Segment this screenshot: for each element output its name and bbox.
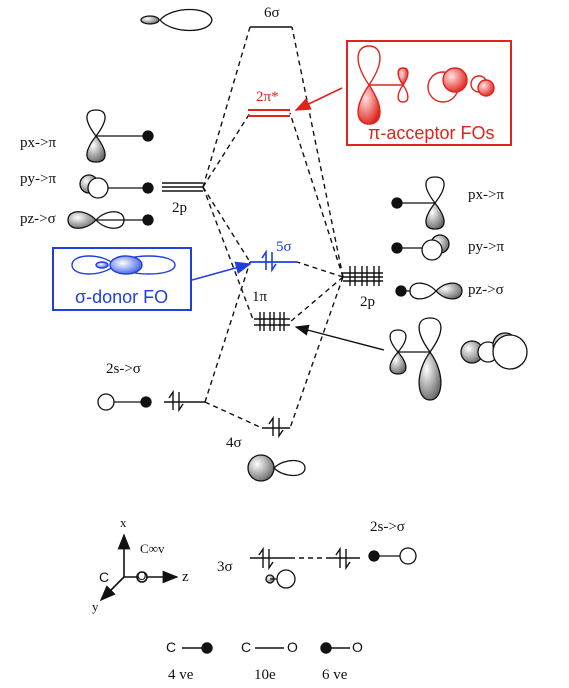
o-pz-label: pz->σ	[468, 282, 504, 298]
c-2s-electrons	[168, 389, 184, 413]
o-2p-label: 2p	[360, 294, 375, 310]
axis-c-atom: C	[99, 569, 110, 585]
corr-c2p-5sigma	[202, 186, 251, 263]
fragment-co-c-atom: C	[241, 639, 252, 655]
o-px-label: px->π	[468, 187, 505, 203]
orbital-3sigma-icon	[265, 569, 296, 589]
level-1pi-electrons	[259, 312, 285, 331]
label-5sigma: 5σ	[276, 239, 292, 255]
orbital-6sigma-icon	[140, 8, 213, 32]
o-pz-orbital-icon	[395, 282, 463, 300]
fragment-o-count: 6 ve	[322, 667, 348, 683]
corr-o2p-1pi	[289, 276, 344, 323]
axis-x-label: x	[120, 515, 127, 530]
o-2s-orbital-icon	[368, 547, 417, 565]
fragment-c-count: 4 ve	[168, 667, 194, 683]
corr-o2p-2pistar	[289, 112, 344, 278]
label-4sigma: 4σ	[226, 435, 242, 451]
c-pz-orbital-icon	[67, 211, 154, 229]
c-py-orbital-icon	[79, 174, 154, 199]
axes-icon	[99, 533, 179, 602]
acceptor-arrow	[294, 87, 343, 111]
corr-c2s-5sigma	[204, 261, 251, 403]
c-py-label: py->π	[20, 171, 57, 187]
o-py-orbital-icon	[391, 234, 450, 261]
c-pz-label: pz->σ	[20, 211, 56, 227]
corr-c2s-4sigma	[204, 401, 263, 429]
axis-z-label: z	[182, 569, 189, 585]
c-px-orbital-icon	[86, 109, 154, 163]
o-2p-levels	[343, 272, 383, 282]
pi-acceptor-callout: π-acceptor FOs	[346, 40, 512, 146]
corr-o2p-6sigma	[291, 26, 344, 278]
level-3sigma-electrons	[258, 546, 274, 571]
label-6sigma: 6σ	[264, 5, 280, 21]
corr-c2p-2pistar	[202, 112, 251, 188]
o-2s-label: 2s->σ	[370, 519, 405, 535]
fragment-c-atom: C	[166, 639, 177, 655]
c-2p-levels	[162, 182, 203, 192]
o-2p-electrons	[349, 266, 380, 286]
fragment-icons	[182, 642, 350, 654]
level-5sigma-electrons	[261, 249, 277, 273]
axis-o-atom: O	[137, 569, 147, 583]
o-py-label: py->π	[468, 239, 505, 255]
point-group-label: C∞v	[140, 541, 165, 556]
label-1pi: 1π	[252, 289, 268, 305]
c-2s-orbital-icon	[97, 393, 152, 411]
correlation-lines	[202, 26, 344, 429]
label-3sigma: 3σ	[217, 559, 233, 575]
o-px-orbital-icon	[391, 176, 445, 230]
label-2pistar: 2π*	[256, 89, 279, 105]
sigma-donor-label: σ-donor FO	[75, 287, 169, 307]
corr-o2p-4sigma	[289, 276, 344, 429]
fragment-o-atom: O	[352, 639, 363, 655]
donor-arrow	[191, 261, 252, 281]
orbital-1pi-icon	[389, 317, 528, 401]
c-2s-label: 2s->σ	[106, 361, 141, 377]
c-2p-label: 2p	[172, 200, 187, 216]
pi-arrow	[294, 324, 385, 351]
corr-o2p-5sigma	[296, 261, 344, 278]
fragment-co-o-atom: O	[287, 639, 298, 655]
c-px-label: px->π	[20, 135, 57, 151]
corr-c2p-6sigma	[202, 26, 251, 188]
fragment-co-count: 10e	[254, 667, 276, 683]
level-4sigma-electrons	[268, 415, 284, 439]
o-2s-electrons	[335, 546, 351, 571]
corr-c2p-1pi	[202, 186, 255, 323]
axis-y-label: y	[92, 599, 99, 614]
pi-acceptor-label: π-acceptor FOs	[368, 123, 495, 143]
orbital-4sigma-icon	[247, 454, 306, 482]
level-2pistar	[248, 109, 290, 117]
